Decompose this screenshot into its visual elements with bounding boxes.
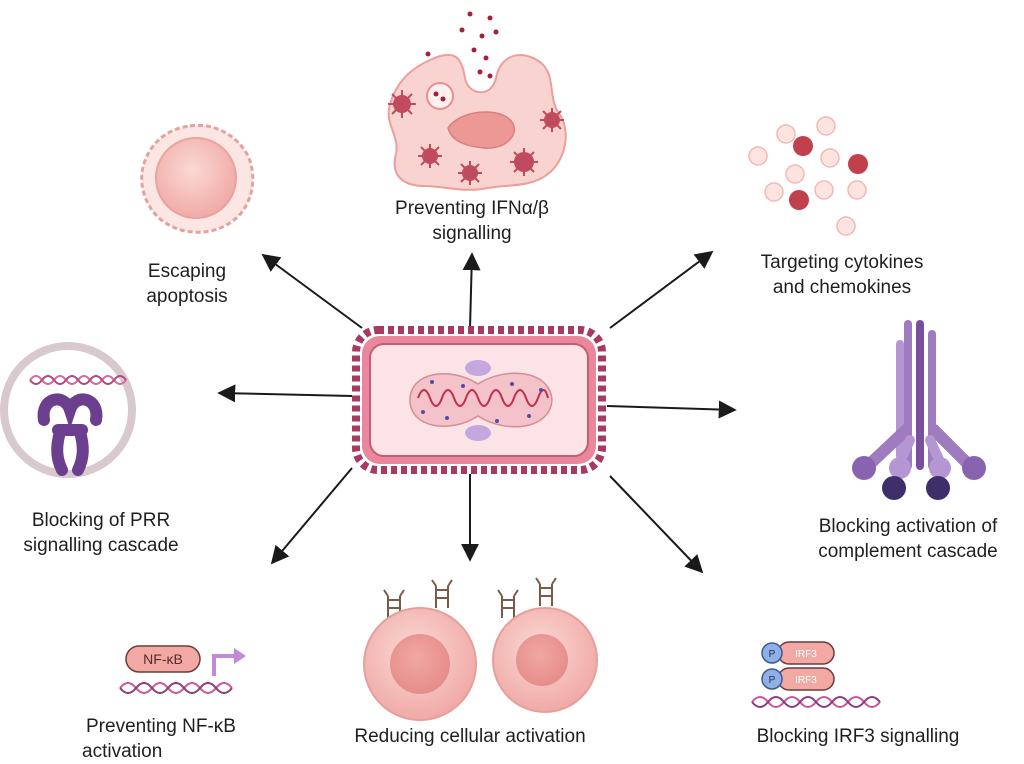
- prr-receptor-icon: [0, 342, 136, 478]
- irf3-badge-top: IRF3: [795, 649, 817, 660]
- arrow-to-complement: [606, 400, 737, 419]
- label-reducing-cellular-activation: Reducing cellular activation: [354, 726, 586, 747]
- arrows: [217, 250, 737, 574]
- activated-cells-icon: [363, 577, 598, 721]
- infected-cell-icon: [387, 11, 567, 191]
- label-blocking-complement: Blocking activation of complement cascad…: [818, 516, 998, 562]
- nfkb-badge: NF-κB: [143, 651, 183, 667]
- label-preventing-nfkb: Preventing NF-κB activation: [82, 716, 236, 762]
- label-blocking-prr: Blocking of PRR signalling cascade: [23, 510, 179, 556]
- arrow-to-prr: [217, 384, 353, 403]
- label-preventing-ifn: Preventing IFNα/β signalling: [395, 198, 549, 244]
- phospho-badge-top: P: [769, 649, 776, 660]
- label-escaping-apoptosis: Escaping apoptosis: [146, 261, 228, 307]
- nfkb-dna-icon: [119, 645, 246, 694]
- irf3-dna-icon: [751, 641, 881, 708]
- arrow-to-nfkb: [270, 467, 353, 565]
- complement-antibody-icon: [852, 320, 986, 500]
- irf3-badge-bottom: IRF3: [795, 675, 817, 686]
- cytokine-dots-icon: [748, 116, 868, 236]
- arrow-to-irf3: [609, 475, 704, 574]
- label-targeting-cytokines: Targeting cytokines and chemokines: [760, 252, 924, 298]
- phospho-badge-bottom: P: [769, 675, 776, 686]
- arrow-to-ifn: [462, 252, 481, 329]
- bacterium-icon: [352, 326, 606, 474]
- label-blocking-irf3: Blocking IRF3 signalling: [756, 726, 960, 747]
- arrow-to-cytokines: [609, 250, 714, 329]
- arrow-to-apoptosis: [261, 253, 363, 329]
- apoptotic-cell-icon: [140, 123, 255, 234]
